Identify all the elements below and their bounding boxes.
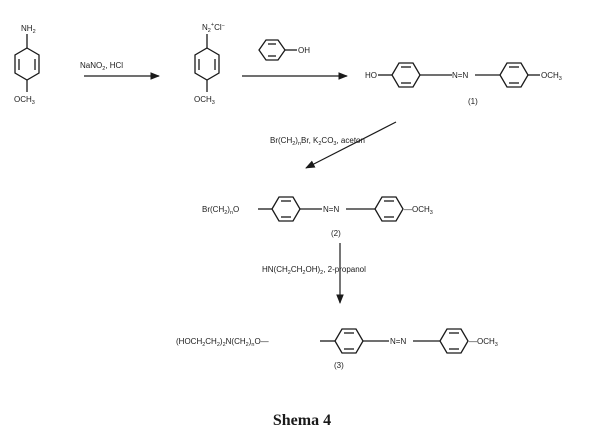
compound-3-structure: (HOCH2CH2)2N(CH2)nO— N=N —OCH3 (3) xyxy=(176,328,498,370)
reagent-step-4: HN(CH2CH2OH)2, 2-propanol xyxy=(262,265,366,276)
compound-2-structure: Br(CH2)nO N=N —OCH3 (2) xyxy=(202,196,433,238)
compound-1-azo-label: N=N xyxy=(452,71,468,80)
compound-3-och3-label: —OCH3 xyxy=(469,337,498,348)
diazonium-och3-label: OCH3 xyxy=(194,95,215,106)
compound-2-br-label: Br(CH2)nO xyxy=(202,205,239,216)
phenol-oh-label: OH xyxy=(298,46,310,55)
anisidine-nh2-label: NH2 xyxy=(21,24,36,35)
compound-3-left-label: (HOCH2CH2)2N(CH2)nO— xyxy=(176,337,269,348)
compound-2-azo-label: N=N xyxy=(323,205,339,214)
phenol-structure: OH xyxy=(258,39,310,61)
reagent-step-1: NaNO2, HCl xyxy=(80,61,123,72)
compound-1-label: (1) xyxy=(468,97,478,106)
compound-3-azo-label: N=N xyxy=(390,337,406,346)
arrow-step-3 xyxy=(305,121,397,169)
diazonium-structure: N2+Cl− OCH3 xyxy=(194,22,225,106)
compound-1-och3-label: OCH3 xyxy=(541,71,562,82)
compound-3-label: (3) xyxy=(334,361,344,370)
scheme-caption: Shema 4 xyxy=(272,412,332,429)
compound-2-label: (2) xyxy=(331,229,341,238)
compound-2-och3-label: —OCH3 xyxy=(404,205,433,216)
diazonium-n2cl-label: N2+Cl− xyxy=(202,22,225,34)
reagent-step-3: Br(CH2)nBr, K2CO3, aceton xyxy=(270,136,365,147)
compound-1-structure: HO N=N OCH3 (1) xyxy=(365,62,562,106)
compound-1-ho-label: HO xyxy=(365,71,377,80)
anisidine-structure: NH2 OCH3 xyxy=(14,24,40,106)
anisidine-och3-label: OCH3 xyxy=(14,95,35,106)
